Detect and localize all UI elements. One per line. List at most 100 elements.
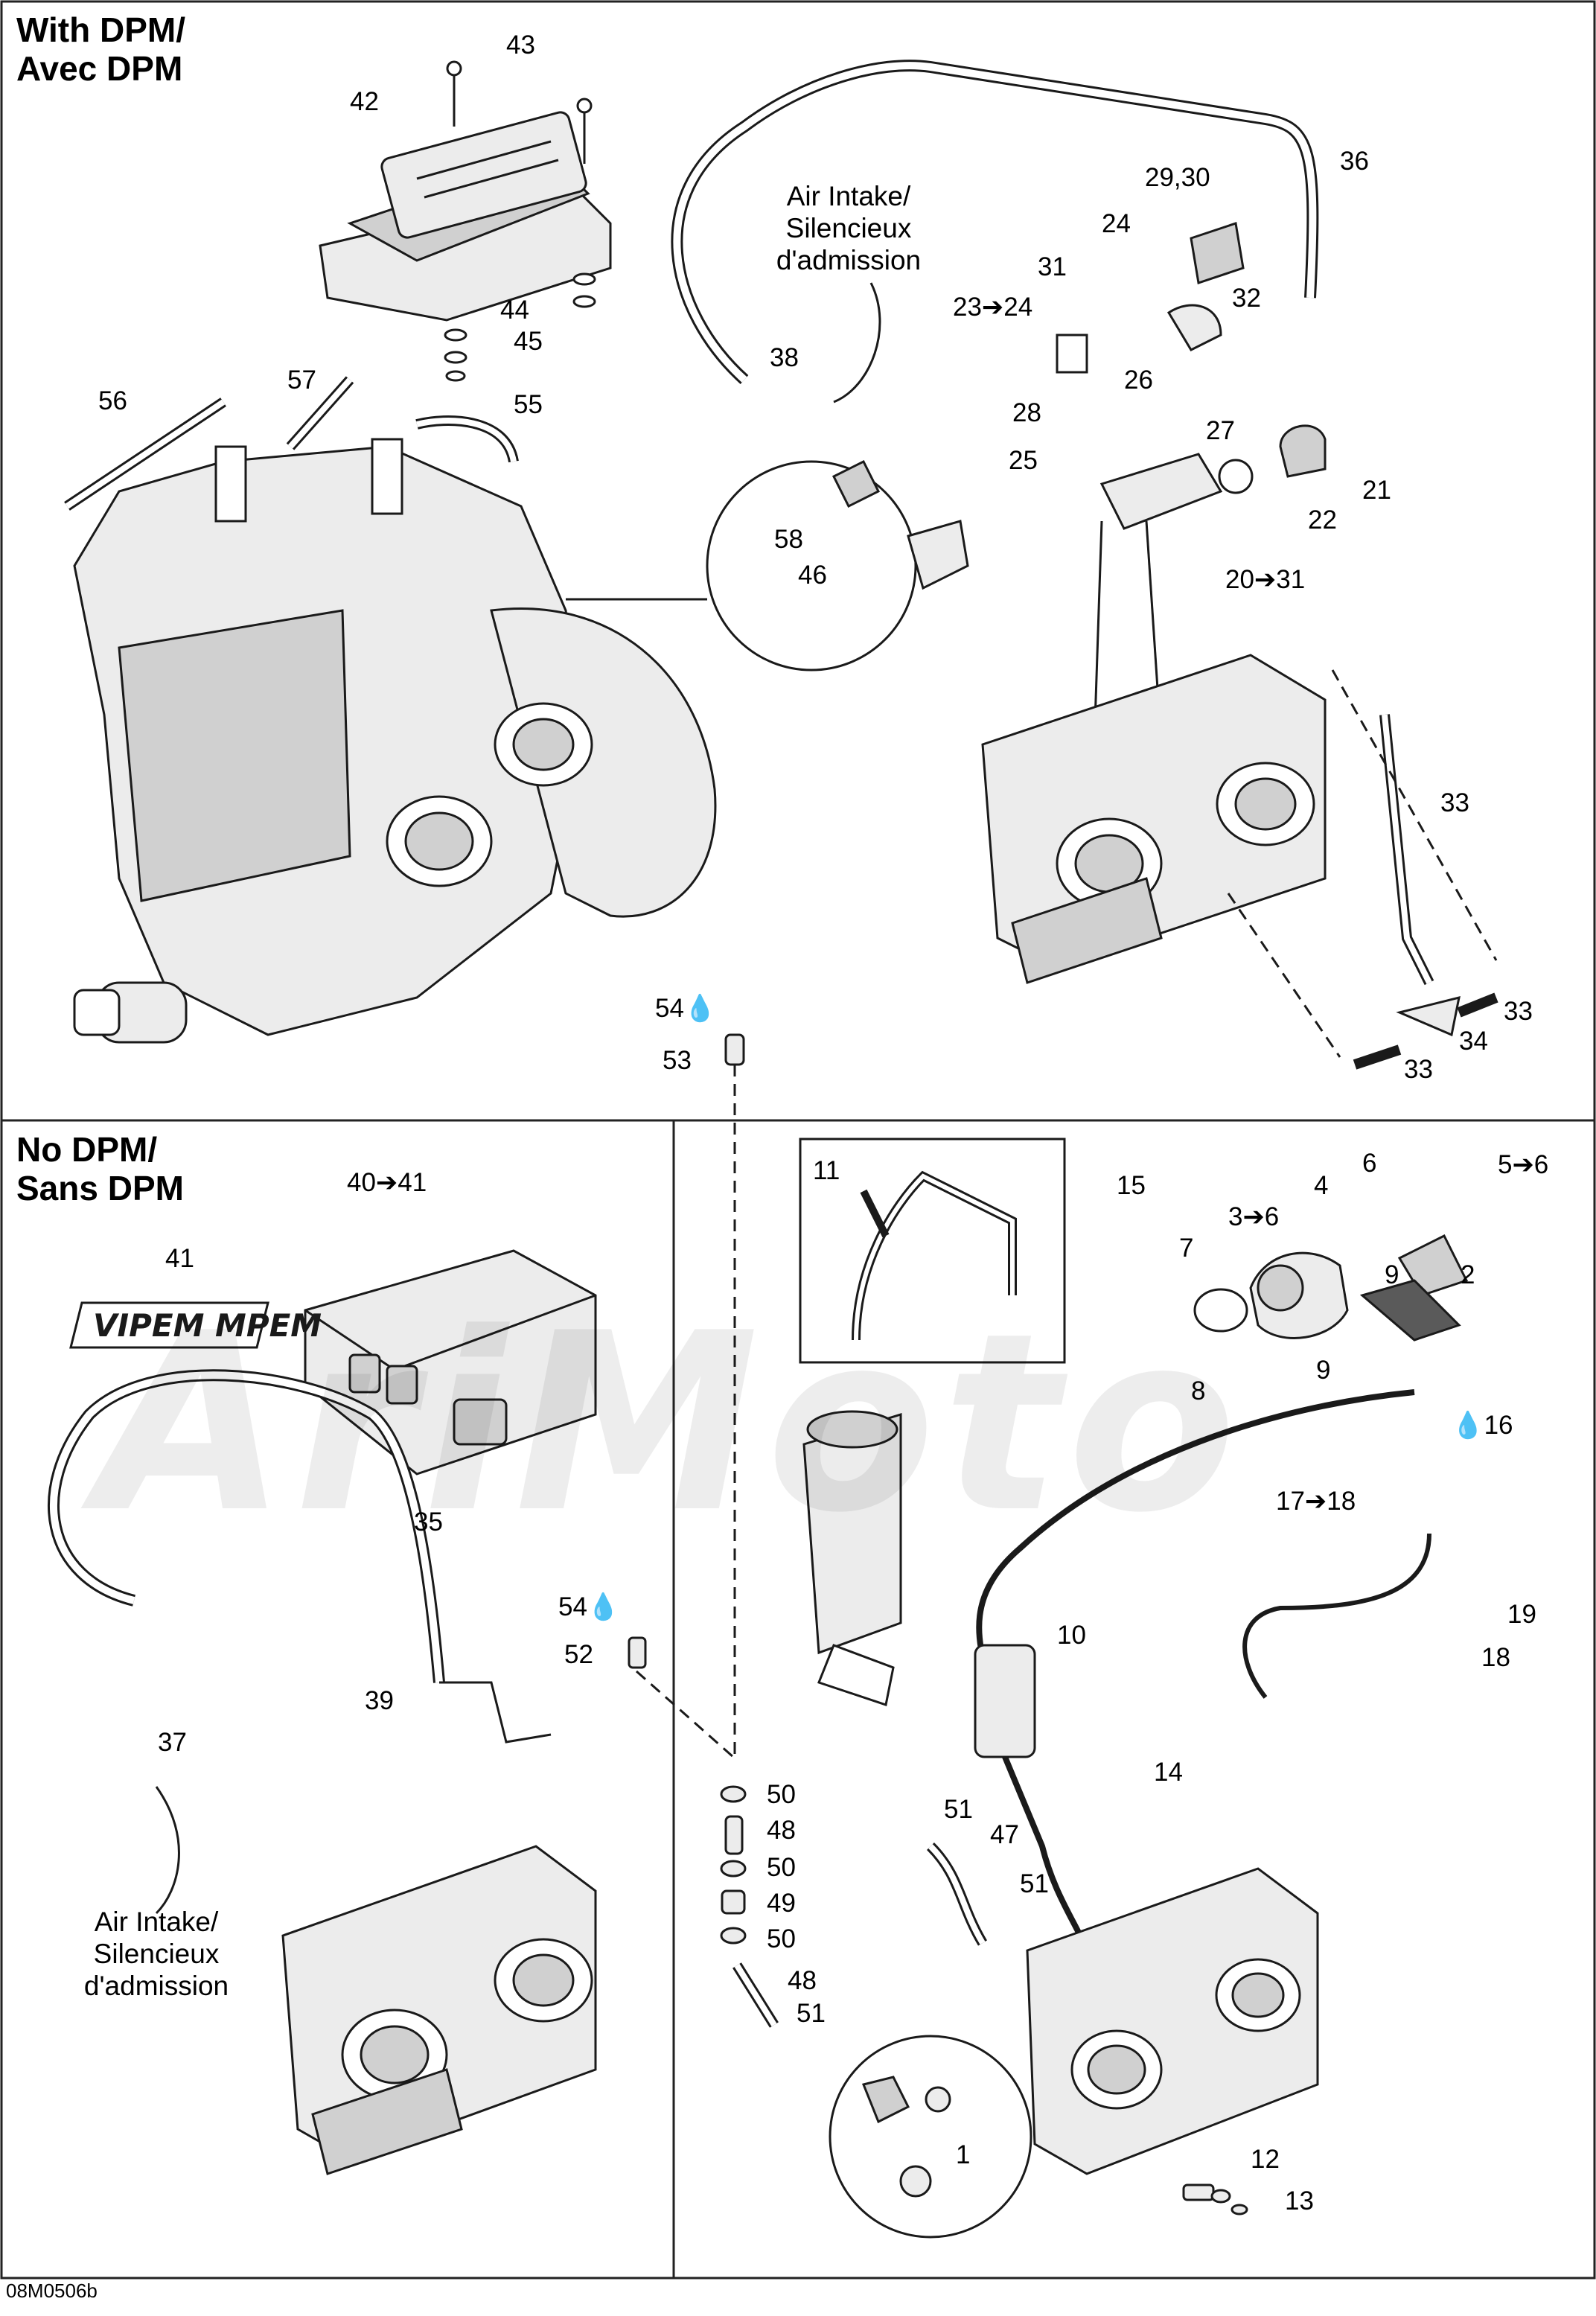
callout-50-c: 50 <box>767 1924 796 1953</box>
callout-56: 56 <box>98 386 127 415</box>
callout-6-top: 6 <box>1362 1149 1377 1178</box>
callout-33-top: 33 <box>1440 788 1469 817</box>
callout-29-30: 29,30 <box>1145 163 1210 192</box>
callout-43: 43 <box>506 31 535 60</box>
callout-44: 44 <box>500 296 529 325</box>
washers-44-45 <box>444 272 596 382</box>
callout-9-bottom: 9 <box>1316 1356 1331 1385</box>
section-title-with-dpm: With DPM/ Avec DPM <box>16 10 185 88</box>
carburetors-top <box>981 654 1327 984</box>
callout-39: 39 <box>365 1686 394 1715</box>
fitting-52 <box>628 1636 734 1758</box>
callout-55: 55 <box>514 390 543 419</box>
callout-54-top: 54💧 <box>655 994 717 1023</box>
nozzle-53 <box>724 1033 745 1757</box>
callout-33-right: 33 <box>1504 997 1533 1026</box>
callout-48-a: 48 <box>767 1816 796 1845</box>
callout-21: 21 <box>1362 476 1391 505</box>
callout-46: 46 <box>798 561 827 590</box>
watermark: AriMoto <box>97 1280 1244 1566</box>
screw-12-13 <box>1182 2183 1248 2215</box>
note-air-intake-bottom: Air Intake/ Silencieux d'admission <box>83 1907 229 2001</box>
callout-49: 49 <box>767 1889 796 1918</box>
callout-36: 36 <box>1340 147 1369 176</box>
callout-12: 12 <box>1251 2145 1280 2174</box>
callout-18: 18 <box>1481 1643 1510 1672</box>
callout-50-b: 50 <box>767 1853 796 1882</box>
callout-27: 27 <box>1206 416 1235 445</box>
note-air-intake-top: Air Intake/ Silencieux d'admission <box>776 181 922 275</box>
callout-48-b: 48 <box>788 1966 817 1995</box>
detail-circle-1 <box>829 2035 1032 2239</box>
callout-7: 7 <box>1179 1234 1194 1263</box>
callout-10: 10 <box>1057 1621 1086 1650</box>
oil-hoses <box>732 1644 1097 2028</box>
fittings-column <box>720 1785 747 1945</box>
callout-54-bottom: 54💧 <box>558 1592 620 1621</box>
callout-41: 41 <box>165 1244 194 1273</box>
callout-26: 26 <box>1124 366 1153 395</box>
hoses-33-tee-34 <box>1227 669 1498 1070</box>
callout-23-24: 23➔24 <box>953 293 1033 322</box>
section-title-no-dpm: No DPM/ Sans DPM <box>16 1130 184 1208</box>
air-intake-hose-36 <box>671 60 1319 403</box>
callout-15: 15 <box>1117 1171 1146 1200</box>
engine-assembly <box>73 438 717 1044</box>
callout-32: 32 <box>1232 284 1261 313</box>
callout-42: 42 <box>350 87 379 116</box>
callout-19: 19 <box>1507 1600 1536 1629</box>
ecu-module-dpm <box>319 111 612 322</box>
callout-20-31: 20➔31 <box>1225 565 1306 594</box>
callout-53: 53 <box>663 1046 692 1075</box>
callout-5-6: 5➔6 <box>1498 1150 1549 1179</box>
callout-47: 47 <box>990 1820 1019 1849</box>
svg-text:VIPEM MPEM: VIPEM MPEM <box>93 1307 322 1344</box>
detail-box-11 <box>799 1138 1066 1364</box>
callout-58: 58 <box>774 525 803 554</box>
callout-14: 14 <box>1154 1758 1183 1787</box>
callout-51-b: 51 <box>1020 1869 1049 1898</box>
callout-37: 37 <box>158 1728 187 1757</box>
carburetors-bottom-right <box>1026 1867 1319 2175</box>
callout-45: 45 <box>514 327 543 356</box>
callout-13: 13 <box>1285 2186 1314 2215</box>
mpem-decal: VIPEM MPEM <box>69 1301 322 1349</box>
callout-25: 25 <box>1009 446 1038 475</box>
callout-2: 2 <box>1461 1260 1475 1289</box>
callout-22: 22 <box>1308 505 1337 535</box>
diagram-code: 08M0506b <box>6 2280 98 2302</box>
callout-33-bottom: 33 <box>1404 1055 1433 1084</box>
dpm-assembly <box>1056 222 1327 745</box>
screws-43 <box>446 60 593 164</box>
callout-11: 11 <box>813 1156 840 1185</box>
callout-16: 💧16 <box>1452 1411 1513 1440</box>
callout-1: 1 <box>956 2140 971 2169</box>
throttle-housing <box>1193 1234 1469 1342</box>
callout-31: 31 <box>1038 252 1067 281</box>
hoses-55-56-57 <box>64 376 519 511</box>
callout-17-18: 17➔18 <box>1276 1487 1356 1516</box>
callout-38: 38 <box>770 343 799 372</box>
callout-52: 52 <box>564 1640 593 1669</box>
callout-57: 57 <box>287 366 316 395</box>
air-intake-hose-35 <box>48 1369 552 1915</box>
callout-34: 34 <box>1459 1027 1488 1056</box>
callout-51-c: 51 <box>797 1999 826 2028</box>
oil-tank <box>802 1410 902 1706</box>
carburetors-bottom-left <box>281 1845 597 2175</box>
callout-9-right: 9 <box>1385 1260 1399 1289</box>
callout-4: 4 <box>1314 1171 1329 1200</box>
detail-circle-solenoid <box>566 459 969 671</box>
callout-3-6: 3➔6 <box>1228 1202 1280 1231</box>
callout-28: 28 <box>1012 398 1041 427</box>
callout-50-a: 50 <box>767 1780 796 1809</box>
callout-8: 8 <box>1191 1376 1206 1406</box>
callout-24: 24 <box>1102 209 1131 238</box>
callout-51-a: 51 <box>944 1795 973 1824</box>
callout-40-41: 40➔41 <box>347 1168 427 1197</box>
callout-35: 35 <box>414 1508 443 1537</box>
throttle-cable <box>976 1389 1431 1699</box>
